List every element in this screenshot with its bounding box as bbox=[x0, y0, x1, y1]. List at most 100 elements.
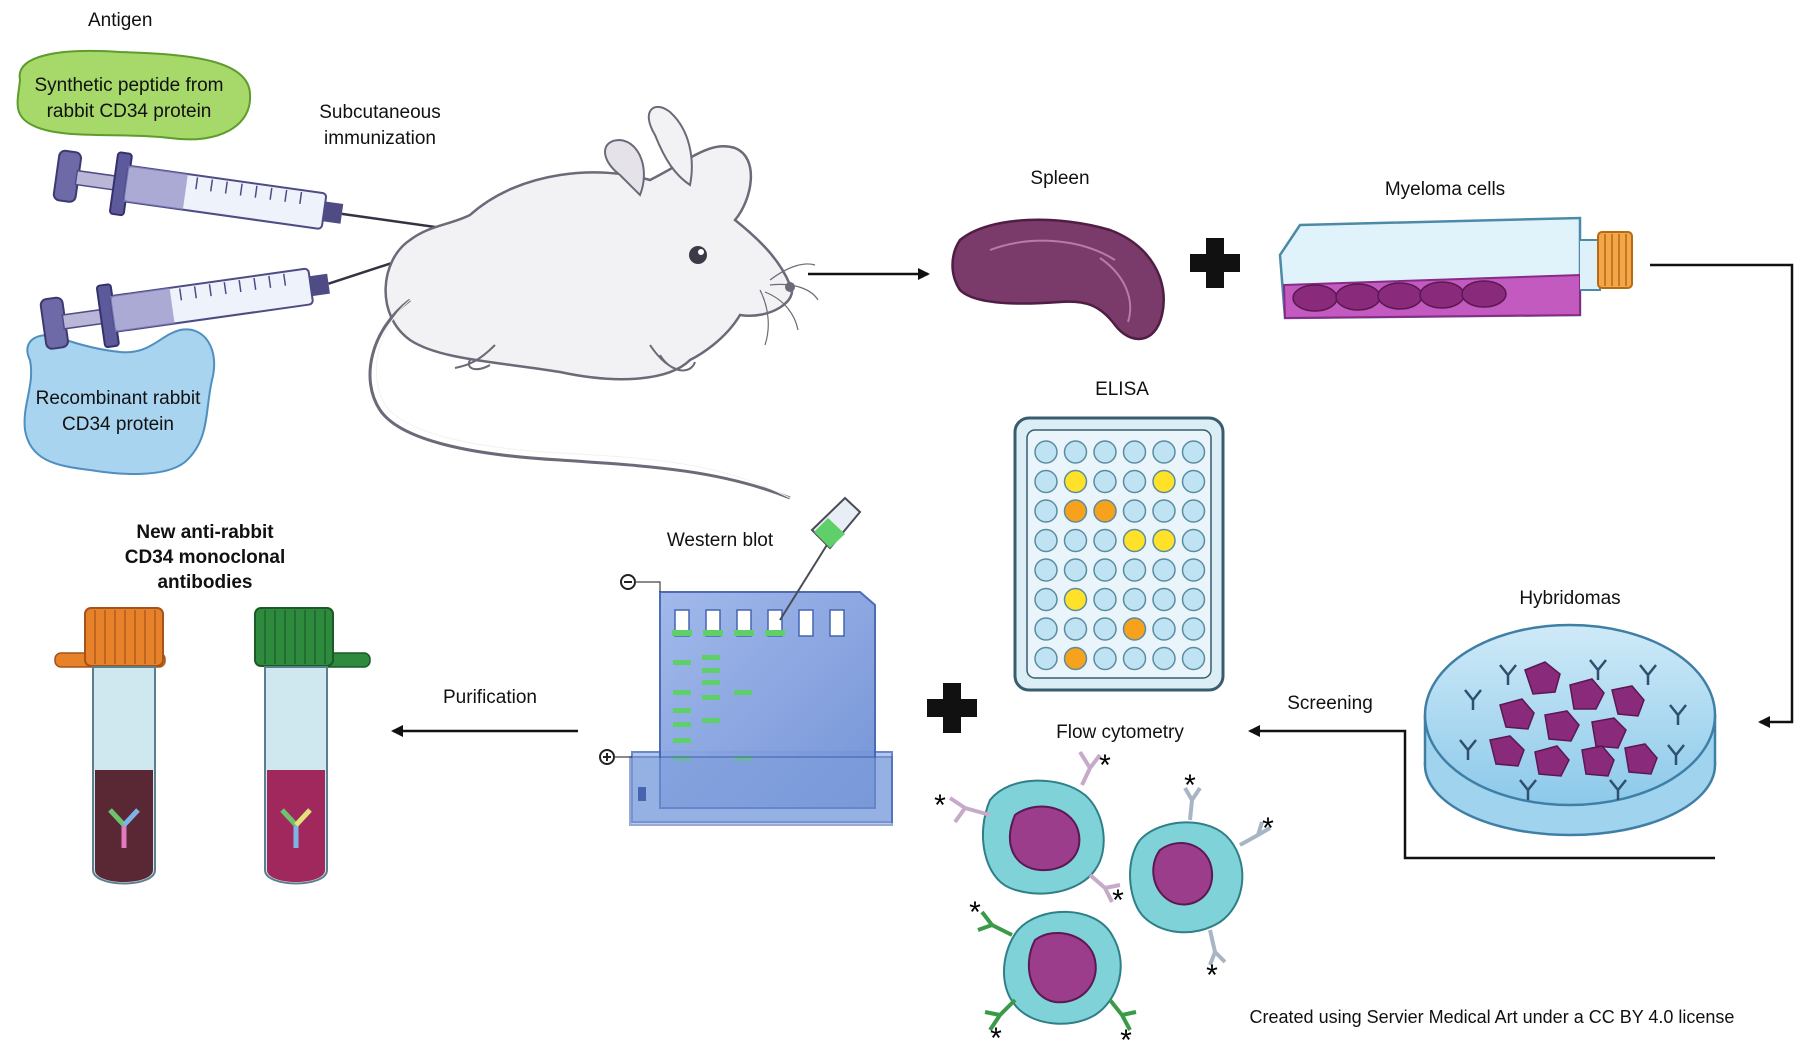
plus-icon-top bbox=[1190, 238, 1240, 288]
svg-text:*: * bbox=[1120, 1024, 1132, 1056]
tube-icon-green bbox=[254, 607, 371, 885]
elisa-well bbox=[1181, 587, 1206, 612]
petri-dish-icon bbox=[1423, 623, 1717, 837]
elisa-well bbox=[1034, 528, 1058, 553]
hybridomas-label: Hybridomas bbox=[1519, 588, 1621, 609]
subcutaneous-label-line1: Subcutaneous bbox=[319, 102, 441, 123]
synthetic-peptide-label-line2: rabbit CD34 protein bbox=[46, 101, 212, 122]
flask-icon bbox=[1278, 216, 1633, 320]
spleen-label: Spleen bbox=[1030, 168, 1090, 189]
elisa-well bbox=[1034, 440, 1058, 464]
elisa-well bbox=[1034, 499, 1058, 523]
cell-icon-2: * * * bbox=[1129, 769, 1274, 992]
western-blot-icon bbox=[599, 496, 893, 826]
elisa-well bbox=[1063, 587, 1088, 612]
pipette-icon bbox=[779, 496, 862, 621]
elisa-well bbox=[1034, 469, 1058, 494]
antibody-icon-1 bbox=[108, 808, 140, 848]
elisa-well bbox=[1181, 440, 1206, 464]
elisa-label: ELISA bbox=[1095, 379, 1149, 400]
elisa-well bbox=[1181, 617, 1206, 641]
new-antibodies-label-line1: New anti-rabbit bbox=[136, 522, 274, 543]
elisa-well bbox=[1093, 528, 1117, 553]
elisa-well bbox=[1063, 558, 1088, 582]
flow-cytometry-label: Flow cytometry bbox=[1056, 722, 1184, 743]
elisa-well bbox=[1093, 499, 1117, 523]
arrow-myeloma-to-hybridomas bbox=[1650, 263, 1794, 728]
new-antibodies-label-line2: CD34 monoclonal bbox=[124, 547, 286, 568]
flow-cytometry-cells: * * * * * * * * * bbox=[934, 749, 1274, 1056]
svg-text:*: * bbox=[1112, 884, 1124, 917]
elisa-well bbox=[1181, 499, 1206, 523]
elisa-well bbox=[1034, 587, 1058, 612]
cell-icon-3: * * * bbox=[969, 896, 1137, 1056]
elisa-well bbox=[1181, 469, 1206, 494]
elisa-well bbox=[1152, 617, 1176, 641]
tube-icon-orange bbox=[54, 607, 166, 885]
svg-text:*: * bbox=[1206, 959, 1218, 992]
elisa-well bbox=[1093, 646, 1117, 671]
western-blot-label: Western blot bbox=[666, 530, 774, 551]
svg-text:*: * bbox=[969, 896, 981, 929]
peptide-blob bbox=[16, 49, 252, 141]
elisa-well bbox=[1152, 469, 1176, 494]
elisa-well bbox=[1034, 617, 1058, 641]
syringe-icon-top bbox=[52, 149, 463, 233]
elisa-well bbox=[1093, 469, 1117, 494]
elisa-well bbox=[1122, 528, 1147, 553]
elisa-well bbox=[1122, 440, 1147, 464]
svg-text:*: * bbox=[1099, 749, 1111, 782]
cell-icon-1: * * * bbox=[934, 749, 1124, 917]
elisa-well bbox=[1063, 499, 1088, 523]
elisa-well bbox=[1152, 528, 1176, 553]
elisa-well bbox=[1152, 587, 1176, 612]
new-antibodies-label-line3: antibodies bbox=[157, 572, 253, 593]
svg-text:*: * bbox=[1262, 812, 1274, 845]
elisa-well bbox=[1181, 558, 1206, 582]
spleen-icon bbox=[951, 218, 1165, 341]
antigen-label: Antigen bbox=[88, 10, 153, 31]
elisa-well bbox=[1063, 469, 1088, 494]
elisa-well bbox=[1093, 617, 1117, 641]
elisa-well bbox=[1122, 558, 1147, 582]
arrow-screening bbox=[1248, 725, 1715, 860]
elisa-plate-icon bbox=[1013, 416, 1225, 692]
elisa-well bbox=[1152, 646, 1176, 671]
elisa-well bbox=[1122, 499, 1147, 523]
elisa-well bbox=[1093, 440, 1117, 464]
screening-label: Screening bbox=[1287, 693, 1373, 714]
elisa-well bbox=[1063, 646, 1088, 671]
elisa-well bbox=[1181, 646, 1206, 671]
elisa-well bbox=[1063, 440, 1088, 464]
myeloma-label: Myeloma cells bbox=[1384, 179, 1506, 200]
elisa-well bbox=[1181, 528, 1206, 553]
protein-blob bbox=[23, 328, 216, 475]
elisa-well bbox=[1093, 587, 1117, 612]
elisa-wells bbox=[1034, 440, 1206, 671]
subcutaneous-label-line2: immunization bbox=[324, 128, 436, 149]
elisa-well bbox=[1063, 617, 1088, 641]
synthetic-peptide-label-line1: Synthetic peptide from bbox=[34, 75, 224, 96]
elisa-well bbox=[1122, 587, 1147, 612]
recombinant-label-line1: Recombinant rabbit bbox=[35, 388, 201, 409]
elisa-well bbox=[1122, 646, 1147, 671]
elisa-well bbox=[1152, 440, 1176, 464]
elisa-well bbox=[1063, 528, 1088, 553]
elisa-well bbox=[1152, 558, 1176, 582]
elisa-well bbox=[1122, 469, 1147, 494]
svg-text:*: * bbox=[1184, 769, 1196, 802]
antibody-icon-2 bbox=[280, 808, 312, 848]
elisa-well bbox=[1122, 617, 1147, 641]
syringe-icon-bottom bbox=[39, 247, 438, 350]
recombinant-label-line2: CD34 protein bbox=[62, 414, 174, 435]
elisa-well bbox=[1093, 558, 1117, 582]
elisa-well bbox=[1152, 499, 1176, 523]
purification-label: Purification bbox=[443, 687, 537, 708]
elisa-well bbox=[1034, 646, 1058, 671]
mouse-icon bbox=[368, 106, 819, 500]
elisa-well bbox=[1034, 558, 1058, 582]
credit-label: Created using Servier Medical Art under … bbox=[1249, 1007, 1735, 1027]
svg-text:*: * bbox=[934, 789, 946, 822]
plus-icon-bottom bbox=[927, 683, 977, 733]
